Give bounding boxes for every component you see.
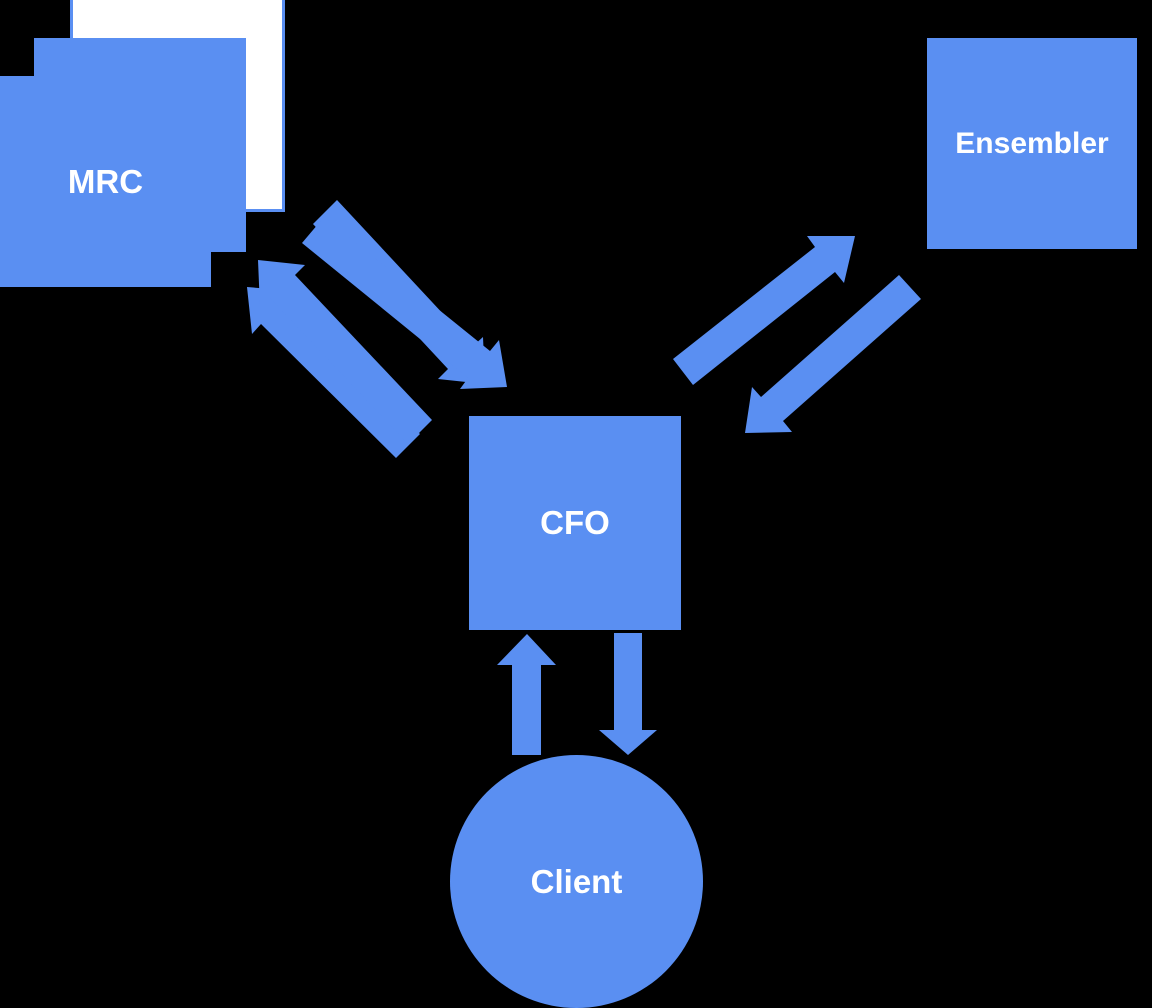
node-cfo-label: CFO bbox=[540, 504, 610, 541]
arrow-cfo-to-mrc bbox=[258, 260, 432, 444]
arrow-ensembler-to-cfo bbox=[745, 275, 921, 433]
arrow-client-to-cfo bbox=[497, 634, 556, 755]
node-client: Client bbox=[450, 755, 703, 1008]
arrow-cfo-to-ensembler bbox=[673, 236, 855, 385]
arrow-cfo-to-mrc-echo bbox=[247, 287, 420, 458]
node-mrc: MRC bbox=[0, 76, 211, 287]
node-ensembler: Ensembler bbox=[927, 38, 1137, 249]
node-client-label: Client bbox=[530, 862, 623, 900]
arrow-mrc-to-cfo bbox=[302, 217, 507, 389]
arrow-cfo-to-client bbox=[599, 633, 657, 755]
node-cfo: CFO bbox=[469, 416, 681, 630]
node-mrc-label: MRC bbox=[67, 162, 144, 200]
node-ensembler-label: Ensembler bbox=[955, 126, 1109, 160]
